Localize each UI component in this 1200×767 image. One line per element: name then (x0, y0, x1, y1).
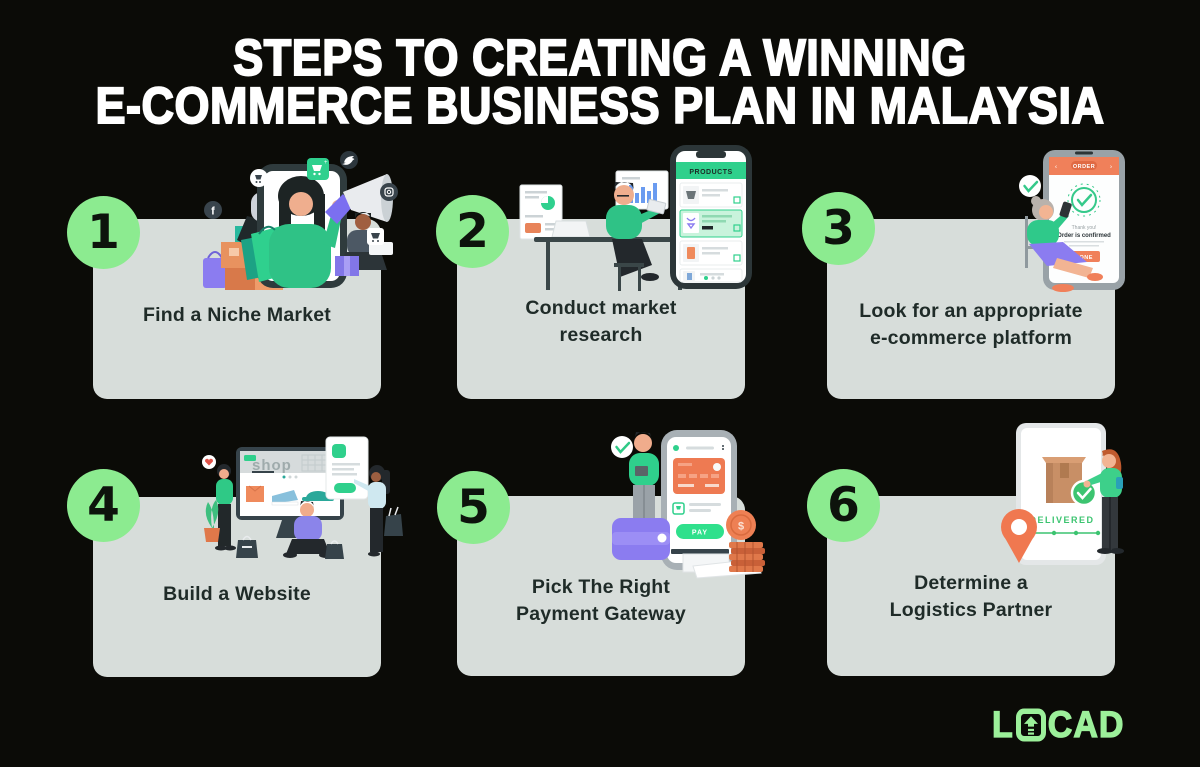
logo-text-prefix: L (991, 703, 1014, 746)
step-4-card (93, 497, 381, 677)
step-4-number: 4 (67, 469, 140, 542)
logo-text-suffix: CAD (1047, 703, 1125, 746)
step-1-number: 1 (67, 196, 140, 269)
delivered-check-icon (1070, 479, 1098, 507)
step-1-label: Find a Niche Market (93, 302, 381, 329)
step-5-label: Pick The Right Payment Gateway (457, 574, 745, 628)
step-5-number: 5 (437, 471, 510, 544)
step-5-label-line-1: Pick The Right (531, 576, 671, 598)
title-line-1: STEPS TO CREATING A WINNING (232, 28, 967, 87)
page-title: STEPS TO CREATING A WINNING E-COMMERCE B… (0, 28, 1200, 135)
twitter-icon (340, 151, 358, 169)
location-pin-icon (1001, 509, 1037, 563)
report-document (519, 184, 563, 240)
svg-text:+: + (324, 160, 328, 166)
done-button: DONE (1075, 255, 1093, 261)
step-6-label-line-2: Logistics Partner (889, 599, 1053, 621)
locad-logo: L CAD (991, 703, 1125, 746)
delivered-label: DELIVERED (1029, 515, 1094, 525)
products-phone: PRODUCTS (670, 145, 752, 289)
step-5-label-line-2: Payment Gateway (516, 603, 686, 625)
potted-plant (204, 500, 220, 542)
squatting-man (283, 501, 333, 558)
logo-o-arrow-icon (1015, 708, 1046, 742)
order-confirmed-text: Order is confirmed (1057, 233, 1111, 239)
receipt-paper (682, 553, 762, 579)
facebook-icon: f (204, 201, 222, 219)
step-3-label-line-2: e-commerce platform (869, 327, 1073, 349)
step-3-number: 3 (802, 192, 875, 265)
svg-text:$: $ (738, 521, 744, 533)
step-2-illustration: PRODUCTS (519, 145, 752, 291)
step-2-label: Conduct market research (457, 295, 745, 349)
instagram-icon (380, 183, 398, 201)
step-6-illustration: DELIVERED (1001, 423, 1124, 565)
pointing-woman (354, 465, 403, 557)
svg-text:f: f (211, 206, 215, 218)
green-cart-badge-icon: + (307, 158, 329, 180)
step-2-label-line-2: research (559, 324, 643, 346)
purple-wallet (612, 518, 670, 560)
check-bubble-icon (1019, 175, 1041, 197)
coins: $ (726, 510, 765, 572)
step-4-label: Build a Website (93, 581, 381, 608)
title-line-2: E-COMMERCE BUSINESS PLAN IN MALAYSIA (95, 76, 1105, 135)
order-screen-title: ORDER (1073, 164, 1095, 170)
step-6-label: Determine a Logistics Partner (827, 570, 1115, 624)
step-6-number: 6 (807, 469, 880, 542)
heart-bubble-icon (202, 455, 216, 469)
cart-square-icon (367, 228, 384, 245)
step-1-illustration: f + (203, 151, 398, 290)
shop-site-title: shop (252, 457, 292, 474)
woman-with-laptop (335, 212, 393, 276)
step-5-illustration: PAY $ (611, 430, 765, 579)
thank-you-text: Thank you! (1072, 225, 1097, 231)
products-screen-title: PRODUCTS (689, 169, 732, 176)
shopping-bags (236, 535, 344, 559)
step-3-illustration: ORDER ‹ › Thank you! Order is confirmed … (1019, 150, 1125, 292)
step-2-label-line-1: Conduct market (525, 297, 677, 319)
delivery-woman (1083, 449, 1124, 554)
pay-button: PAY (692, 530, 708, 537)
payment-phone: PAY (661, 430, 737, 570)
check-bubble-icon (611, 436, 633, 458)
step-1-label-line-1: Find a Niche Market (142, 304, 331, 326)
seated-woman (1027, 196, 1103, 292)
step-3-label-line-1: Look for an appropriate (859, 300, 1083, 322)
cart-bubble-icon (250, 169, 268, 187)
step-4-label-line-1: Build a Website (163, 583, 311, 605)
website-popup-panel (325, 436, 369, 500)
seated-researcher (606, 182, 667, 291)
svg-text:‹: ‹ (1055, 165, 1057, 171)
svg-text:›: › (1110, 165, 1112, 171)
step-6-label-line-1: Determine a (914, 572, 1028, 594)
step-4-illustration: shop (202, 436, 403, 559)
shop-monitor: shop (236, 447, 344, 538)
step-2-number: 2 (436, 195, 509, 268)
step-3-label: Look for an appropriate e-commerce platf… (827, 298, 1115, 352)
excited-woman (215, 464, 236, 551)
woman-with-bags (241, 176, 344, 288)
